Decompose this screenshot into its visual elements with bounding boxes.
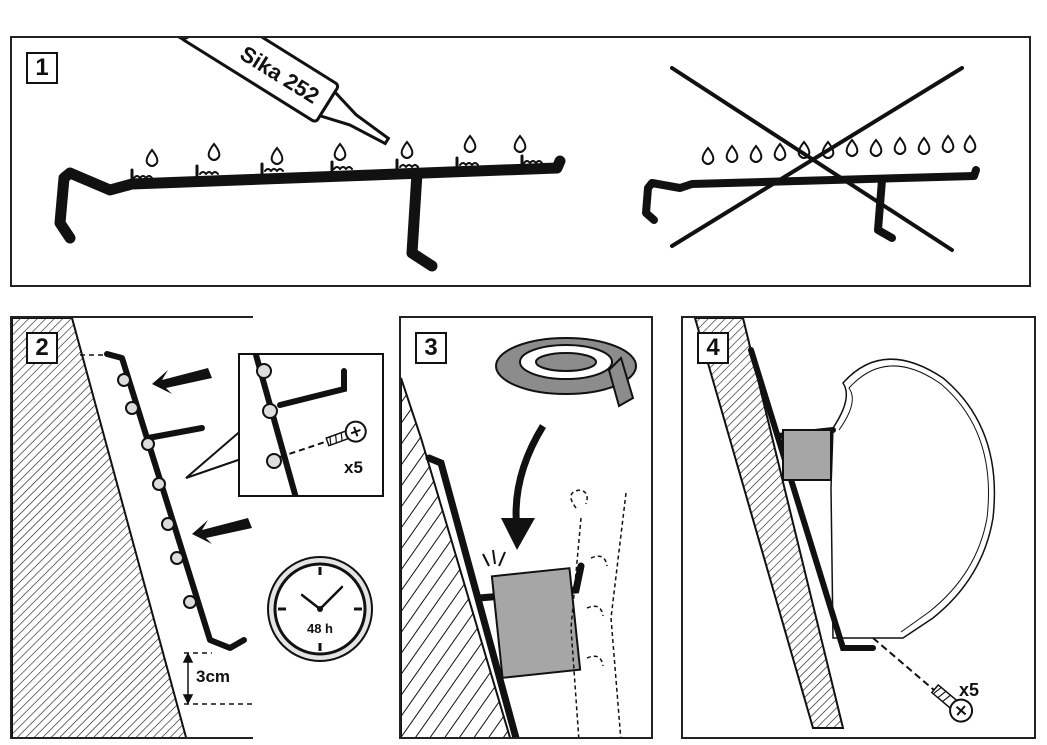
- sealant-tube: Sika 252: [175, 38, 391, 146]
- panel-step-2: 2 3cm: [10, 316, 253, 739]
- step-number-2: 2: [26, 332, 58, 364]
- insert-arrow-head: [501, 518, 535, 550]
- vehicle-wall: [401, 377, 511, 737]
- awning-case-outline: [830, 358, 996, 639]
- mounting-screws: [117, 373, 197, 609]
- step-1-illustration: Sika 252: [54, 38, 980, 272]
- curing-clock: 48 h: [266, 555, 374, 663]
- panel-step-4: 4 x5: [681, 316, 1036, 739]
- step-number-4: 4: [697, 332, 729, 364]
- screw-count-label: x5: [344, 458, 363, 477]
- panel-step-1: 1 Sika 252: [10, 36, 1031, 287]
- step-4-illustration: x5: [693, 318, 996, 729]
- screw-icon: [325, 420, 367, 447]
- step-2-wall-illustration: 3cm: [12, 318, 252, 737]
- rail-mounted: [104, 351, 247, 651]
- step-2-detail-inset: x5: [238, 353, 384, 497]
- inset-rail: [253, 355, 347, 495]
- vehicle-wall: [693, 318, 845, 729]
- inset-detail-drawing: x5: [253, 355, 367, 495]
- cross-out-icon: [670, 66, 964, 252]
- clock-icon: 48 h: [267, 556, 373, 662]
- step-number-3: 3: [415, 332, 447, 364]
- rail-profile-incorrect: [642, 166, 980, 242]
- step-3-illustration: [401, 337, 637, 737]
- click-marks: [482, 549, 506, 567]
- gap-label: 3cm: [196, 667, 230, 686]
- inset-screw-heads: [256, 363, 282, 469]
- sealant-drops-correct: [145, 134, 527, 167]
- rail-profile-correct: [54, 154, 566, 272]
- sealant-drops-too-many: [701, 134, 977, 165]
- seal-strip-coil: [495, 337, 637, 408]
- awning-profile-dashed: [570, 489, 627, 737]
- clock-duration-label: 48 h: [307, 621, 333, 636]
- adapter-block: [782, 429, 832, 481]
- panel-step-3: 3: [399, 316, 653, 739]
- press-arrows: [152, 368, 252, 544]
- screw-count-label: x5: [959, 680, 979, 700]
- callout-pointer: [185, 425, 245, 479]
- awning-case-inner: [838, 365, 990, 633]
- step-number-1: 1: [26, 52, 58, 84]
- screw-icon: [930, 683, 974, 723]
- gap-dimension-arrow: [182, 652, 194, 705]
- vehicle-wall: [12, 318, 187, 737]
- screw-path-line: [872, 637, 942, 697]
- adapter-block: [490, 567, 582, 679]
- insert-arrow: [512, 424, 546, 531]
